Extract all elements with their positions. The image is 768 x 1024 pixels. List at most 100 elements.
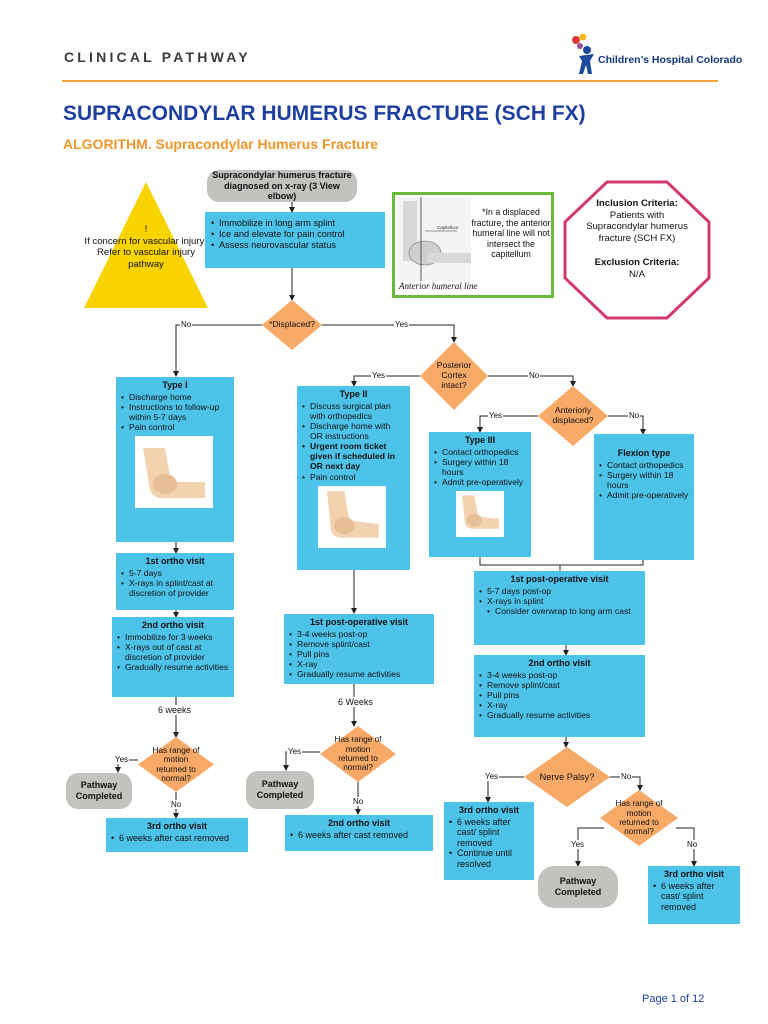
flexion-item: Surgery within 18 hours (599, 470, 689, 490)
start-node: Supracondylar humerus fracture diagnosed… (207, 170, 357, 202)
type2-postop-item: Pull pins (289, 649, 429, 659)
visit3-right-item: 6 weeks after cast/ splint removed (653, 881, 735, 913)
humeral-line-caption: Anterior humeral line (399, 281, 478, 291)
type1-visit2-item: Gradually resume activities (117, 662, 229, 672)
page-number: Page 1 of 12 (642, 993, 705, 1005)
child-figure-icon (572, 34, 594, 74)
postop-right-item: X-rays in splint (479, 596, 640, 606)
flexion-item: Contact orthopedics (599, 460, 689, 470)
pathway-completed-type1: Pathway Completed (66, 773, 132, 809)
edge-label-no: No (352, 797, 365, 806)
type3-item: Surgery within 18 hours (434, 457, 526, 477)
type2-postop-title: 1st post-operative visit (309, 617, 409, 627)
postop-right-subitem: Consider overwrap to long arm cast (487, 606, 640, 616)
postop-right-box: 1st post-operative visit 5-7 days post-o… (474, 571, 645, 645)
decision-nerve-palsy: Nerve Palsy? (524, 747, 610, 807)
visit2-right-item: Gradually resume activities (479, 710, 640, 720)
decision-posterior-cortex: Posterior Cortex intact? (420, 342, 488, 410)
type1-item: Pain control (121, 422, 229, 432)
elbow-xray-illustration: Capitellum (397, 197, 471, 281)
exclusion-text: N/A (629, 268, 645, 280)
postop-right-title: 1st post-operative visit (510, 574, 609, 584)
edge-label-no: No (628, 411, 641, 420)
edge-label-six-weeks: 6 Weeks (336, 697, 375, 707)
type1-visit3-item: 6 weeks after cast removed (111, 833, 243, 844)
type2-box: Type II Discuss surgical plan with ortho… (297, 386, 410, 570)
type1-visit2-title: 2nd ortho visit (141, 620, 204, 630)
decision-posterior-cortex-text: Posterior Cortex intact? (436, 360, 472, 390)
decision-rom-type1-text: Has range of motion returned to normal? (152, 745, 200, 783)
visit3-right-title: 3rd ortho visit (663, 869, 724, 879)
flexion-type-title: Flexion type (617, 448, 671, 458)
decision-diamond-shape (538, 386, 608, 446)
decision-diamond-shape (320, 726, 396, 782)
vascular-warning-text: ! If concern for vascular injury- Refer … (84, 224, 208, 271)
hospital-logo: Children’s Hospital Colorado (570, 34, 742, 80)
visit3-nerve-box: 3rd ortho visit 6 weeks after cast/ spli… (444, 802, 534, 880)
elbow-cast-image (318, 485, 386, 548)
type1-title: Type I (162, 380, 188, 390)
initial-management-box: Immobilize in long arm splint Ice and el… (205, 212, 385, 268)
edge-label-no: No (620, 772, 633, 781)
postop-right-item: 5-7 days post-op (479, 586, 640, 596)
type2-item: Urgent room ticket given if scheduled in… (302, 441, 405, 471)
decision-rom-type2-text: Has range of motion returned to normal? (334, 735, 382, 773)
decision-diamond-shape (600, 790, 678, 846)
criteria-stop-sign: Inclusion Criteria: Patients with Suprac… (563, 180, 711, 320)
visit3-nerve-title: 3rd ortho visit (458, 805, 519, 815)
edge-label-yes: Yes (394, 320, 410, 329)
type2-visit2-box: 2nd ortho visit 6 weeks after cast remov… (285, 815, 433, 851)
elbow-cast-image (456, 491, 504, 538)
edge-label-no: No (170, 800, 183, 809)
edge-label-six-weeks: 6 weeks (156, 705, 194, 715)
visit2-right-item: Remove splint/cast (479, 680, 640, 690)
type1-visit2-item: Immobilize for 3 weeks (117, 632, 229, 642)
type3-title: Type III (464, 435, 496, 445)
algorithm-title: ALGORITHM. Supracondylar Humerus Fractur… (63, 136, 379, 152)
vascular-warning: ! If concern for vascular injury- Refer … (82, 180, 210, 310)
clinical-pathway-label: CLINICAL PATHWAY (64, 49, 251, 65)
type3-box: Type III Contact orthopedics Surgery wit… (429, 432, 531, 557)
edge-label-yes: Yes (114, 755, 130, 764)
type1-visit3-box: 3rd ortho visit 6 weeks after cast remov… (106, 818, 248, 852)
edge-label-yes: Yes (287, 747, 303, 756)
decision-rom-type1: Has range of motion returned to normal? (138, 737, 214, 792)
type2-postop-item: Remove splint/cast (289, 639, 429, 649)
edge-label-no: No (686, 840, 699, 849)
visit2-right-box: 2nd ortho visit 3-4 weeks post-op Remove… (474, 655, 645, 737)
edge-label-no: No (528, 371, 541, 380)
type2-postop-box: 1st post-operative visit 3-4 weeks post-… (284, 614, 434, 684)
type1-item: Discharge home (121, 392, 229, 402)
anterior-humeral-line-figure: Capitellum *In a displaced fracture, the… (392, 192, 554, 298)
edge-label-yes: Yes (484, 772, 500, 781)
decision-diamond-shape (420, 342, 488, 410)
type2-visit2-title: 2nd ortho visit (327, 818, 390, 828)
inclusion-title: Inclusion Criteria: (596, 198, 678, 209)
inclusion-text: Patients with Supracondylar humerus frac… (586, 209, 688, 245)
decision-diamond-shape (524, 747, 610, 807)
header-divider (62, 80, 718, 82)
decision-anteriorly-displaced: Anteriorly displaced? (538, 386, 608, 446)
edge-label-yes: Yes (570, 840, 586, 849)
edge-label-no: No (180, 320, 193, 329)
decision-rom-right-text: Has range of motion returned to normal? (615, 799, 663, 837)
decision-anteriorly-displaced-text: Anteriorly displaced? (552, 405, 594, 425)
capitellum-label: Capitellum (437, 225, 459, 230)
elbow-cast-image (135, 436, 213, 509)
exclusion-title: Exclusion Criteria: (594, 256, 680, 268)
type2-item: Discharge home with OR instructions (302, 421, 405, 441)
visit3-nerve-item: Continue until resolved (449, 848, 529, 869)
type2-visit2-item: 6 weeks after cast removed (290, 830, 428, 841)
visit2-right-title: 2nd ortho visit (528, 658, 591, 668)
pathway-completed-right: Pathway Completed (538, 866, 618, 908)
initial-item: Immobilize in long arm splint (211, 218, 379, 229)
octagon-icon (563, 180, 711, 320)
visit3-right-box: 3rd ortho visit 6 weeks after cast/ spli… (648, 866, 740, 924)
warning-triangle-icon (84, 182, 208, 308)
initial-item: Ice and elevate for pain control (211, 229, 379, 240)
type1-visit1-item: 5-7 days (121, 568, 229, 578)
decision-diamond-shape (262, 300, 322, 350)
type2-item: Discuss surgical plan with orthopedics (302, 401, 405, 421)
type1-visit1-item: X-rays in splint/cast at discretion of p… (121, 578, 229, 598)
type2-title: Type II (339, 389, 368, 399)
